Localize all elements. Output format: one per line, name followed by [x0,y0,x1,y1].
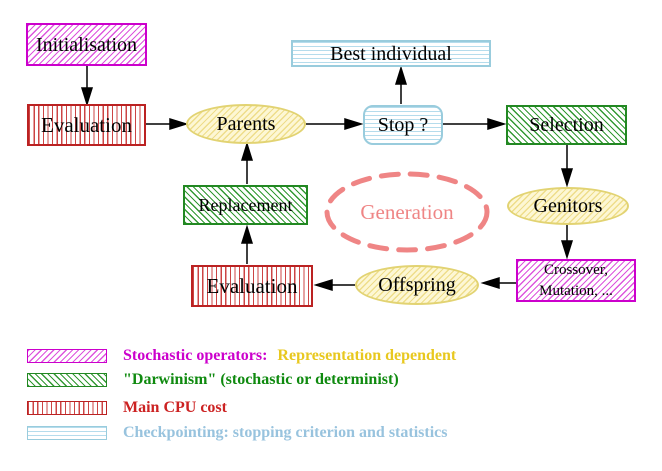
arrow-evaluation-to-parents [146,117,189,131]
node-parents: Parents [186,104,306,144]
legend-label-checkpointing-wrap: Checkpointing: stopping criterion and st… [123,424,447,442]
node-genitors-label: Genitors [533,195,603,217]
node-generation-label: Generation [360,199,454,224]
crossover-line1: Crossover, [544,262,608,279]
magenta-diagonal-hatch-icon [27,349,107,363]
legend-item-stochastic-operators: Stochastic operators: Representation depe… [27,347,456,365]
generation-dashed-ellipse [324,171,490,253]
node-evaluation-bottom: Evaluation [191,265,313,307]
arrow-stop-to-selection [443,117,507,131]
node-initialisation: Initialisation [26,23,147,66]
legend-label-stochastic-operators: Stochastic operators: Representation depe… [123,347,456,365]
node-best-individual: Best individual [291,40,491,67]
legend-label-darwinism-wrap: "Darwinism" (stochastic or determinist) [123,371,399,389]
node-parents-label: Parents [216,113,276,135]
legend-item-checkpointing: Checkpointing: stopping criterion and st… [27,424,447,442]
node-stop: Stop ? [363,105,443,145]
node-stop-label: Stop ? [377,114,429,136]
node-offspring: Offspring [355,265,479,305]
arrow-parents-to-stop [306,117,364,131]
node-evaluation-bottom-label: Evaluation [206,273,298,298]
node-evaluation-top: Evaluation [27,104,146,146]
node-crossover-mutation-label: Crossover, Mutation, ... [539,260,613,301]
crossover-line2: Mutation, ... [539,282,613,299]
legend-label-main-cpu-cost: Main CPU cost [123,399,227,416]
legend-label-darwinism: "Darwinism" (stochastic or determinist) [123,371,399,388]
arrow-selection-to-genitors [560,145,574,188]
red-vertical-stripes-icon [27,401,107,415]
arrow-offspring-to-evaluation [313,278,355,292]
legend-label-representation-dependent: Representation dependent [277,347,457,364]
arrow-genitors-to-crossover [560,225,574,260]
green-diagonal-hatch-icon [27,373,107,387]
legend-label-stochastic: Stochastic operators: [123,347,268,364]
cyan-horizontal-stripes-icon [27,426,107,440]
node-best-individual-label: Best individual [330,42,452,65]
arrow-stop-to-best-individual [394,65,408,104]
node-crossover-mutation: Crossover, Mutation, ... [516,259,636,302]
node-initialisation-label: Initialisation [35,33,138,56]
node-offspring-label: Offspring [378,274,456,296]
node-selection: Selection [506,105,627,145]
legend-label-checkpointing: Checkpointing: stopping criterion and st… [123,424,448,441]
node-evaluation-top-label: Evaluation [41,112,132,137]
legend-item-main-cpu-cost: Main CPU cost [27,399,227,417]
legend-label-cpu-wrap: Main CPU cost [123,399,227,417]
arrow-crossover-to-offspring [480,276,516,290]
node-generation: Generation [324,198,490,226]
node-replacement: Replacement [183,185,308,225]
arrow-evaluation-to-replacement [240,224,254,264]
node-genitors: Genitors [507,187,629,225]
node-selection-label: Selection [529,114,604,136]
node-replacement-label: Replacement [198,195,293,215]
legend-item-darwinism: "Darwinism" (stochastic or determinist) [27,371,399,389]
arrow-initialisation-to-evaluation [80,66,94,107]
arrow-replacement-to-parents [240,141,254,184]
